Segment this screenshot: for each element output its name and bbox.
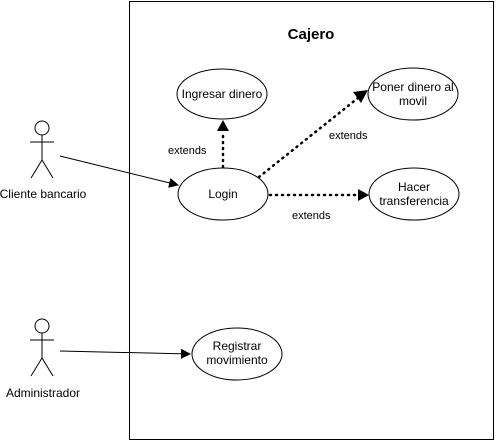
use-case-ingresar-dinero[interactable]: Ingresar dinero: [176, 68, 268, 120]
association-admin-registrar: [59, 348, 191, 359]
extend-label: extends: [329, 130, 368, 142]
actor-label: Administrador: [6, 386, 80, 400]
system-title: Cajero: [288, 26, 335, 43]
use-case-label: movimiento: [206, 353, 268, 367]
stick-figure-icon: [30, 318, 54, 377]
extend-login-ingresar: extends: [168, 120, 229, 169]
actor-administrador[interactable]: Administrador: [6, 318, 80, 400]
actor-cliente-bancario[interactable]: Cliente bancario: [0, 120, 87, 201]
use-case-registrar-movimiento[interactable]: Registrar movimiento: [191, 327, 283, 381]
actor-label: Cliente bancario: [0, 187, 87, 201]
use-case-label: transferencia: [379, 194, 449, 208]
use-case-label: Poner dinero al: [372, 80, 453, 94]
extend-label: extends: [168, 145, 207, 157]
use-case-poner-dinero[interactable]: Poner dinero al movil: [367, 67, 459, 121]
stick-figure-icon: [30, 120, 54, 179]
use-case-label: Login: [208, 187, 237, 201]
use-case-label: movil: [399, 94, 427, 108]
extend-login-hacer: extends: [268, 189, 369, 222]
use-case-label: Hacer: [398, 180, 430, 194]
use-case-login[interactable]: Login: [177, 167, 269, 221]
use-case-label: Registrar: [213, 339, 262, 353]
association-cliente-login: [59, 155, 179, 188]
use-case-label: Ingresar dinero: [182, 87, 263, 101]
use-case-hacer-transferencia[interactable]: Hacer transferencia: [368, 167, 460, 221]
extend-login-poner: extends: [257, 90, 368, 179]
extend-label: extends: [292, 210, 331, 222]
